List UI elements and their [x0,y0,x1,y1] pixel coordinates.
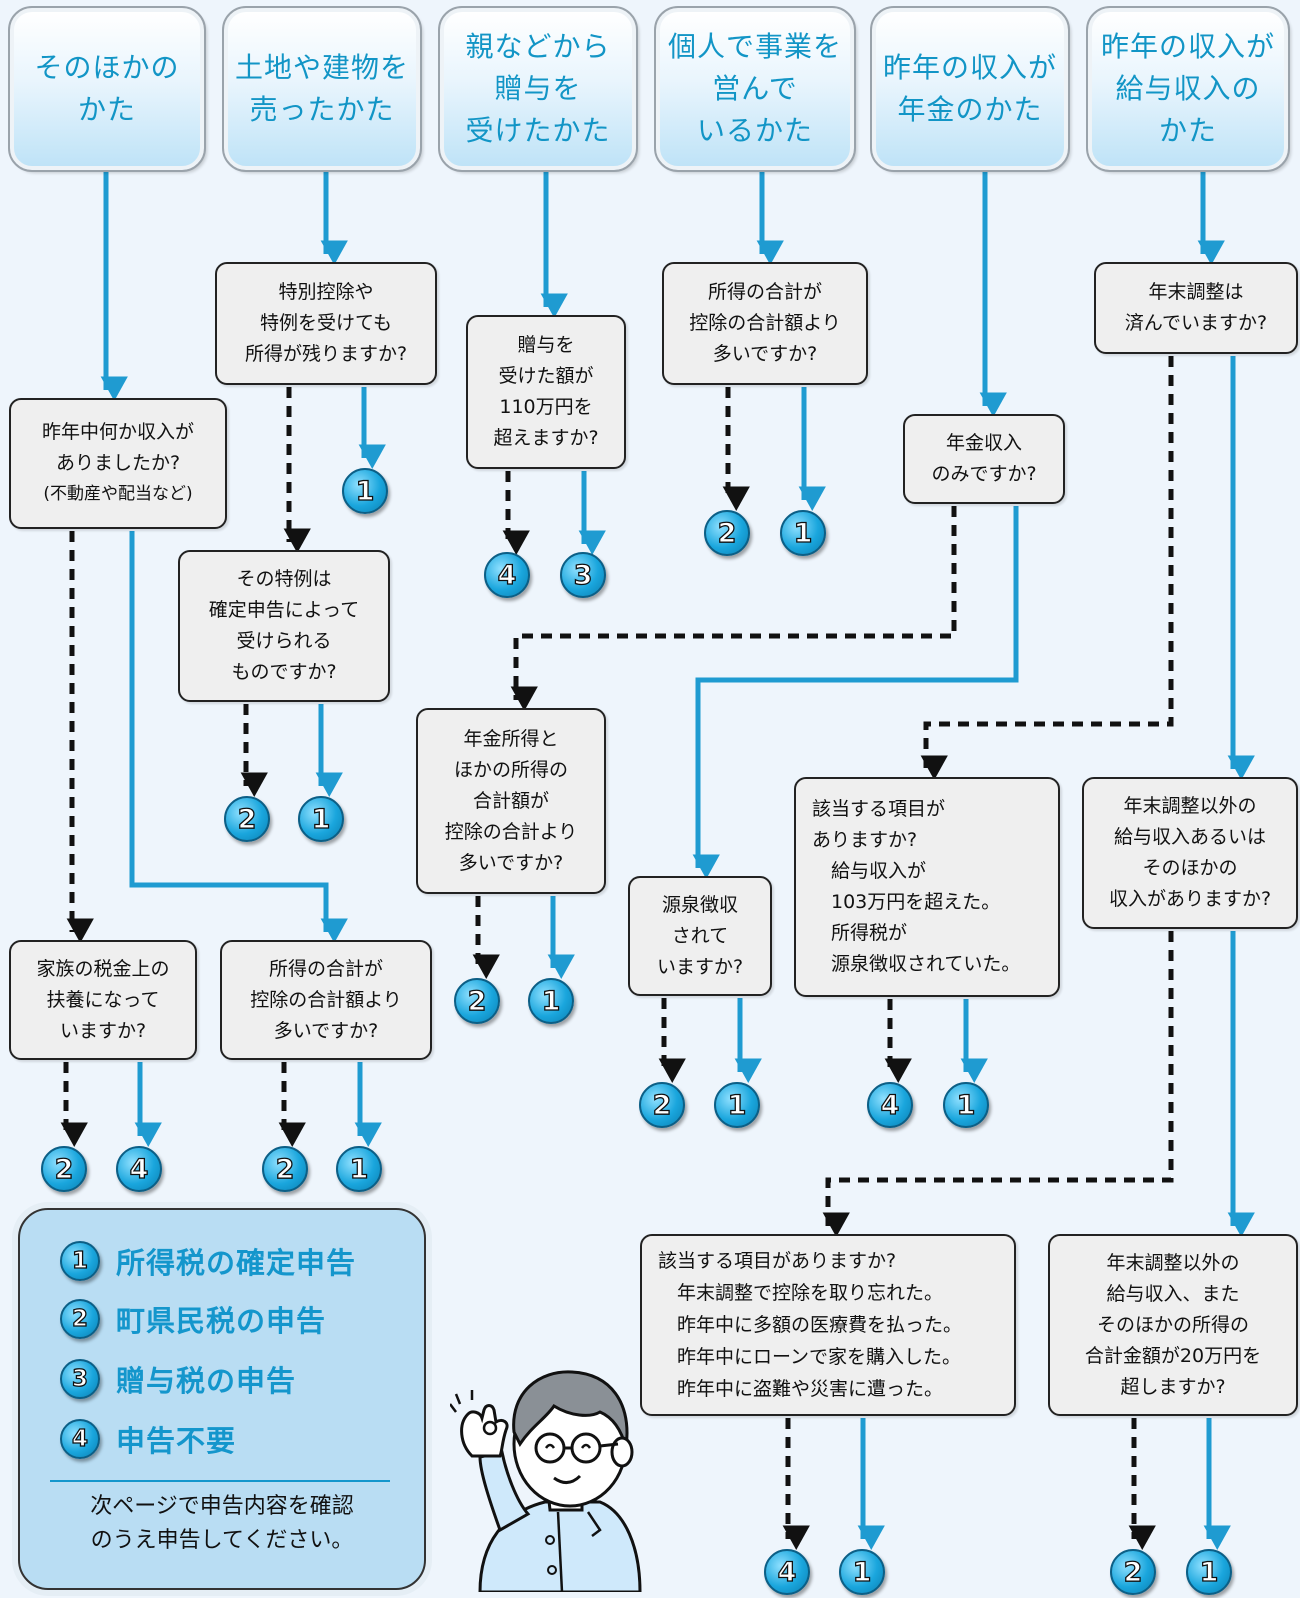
question-dependent: 家族の税金上の 扶養になって いますか? [9,940,197,1060]
result-badge-1: 1 [1186,1549,1232,1595]
result-badge-2: 2 [704,510,750,556]
question-other-income-note: (不動産や配当など) [43,484,193,504]
legend-item: 1 所得税の確定申告 [60,1238,356,1284]
no-arrow [920,356,1174,780]
question-salary-20: 年末調整以外の 給与収入、また そのほかの所得の 合計金額が20万円を 超します… [1048,1234,1298,1416]
question-deduction-items: 該当する項目がありますか? 年末調整で控除を取り忘れた。 昨年中に多額の医療費を… [640,1234,1016,1416]
legend-label: 申告不要 [116,1424,237,1458]
header-salary: 昨年の収入が 給与収入の かた [1086,6,1290,172]
result-badge-4: 4 [116,1146,162,1192]
header-gift: 親などから 贈与を 受けたかた [438,6,638,172]
result-badge-1: 1 [839,1549,885,1595]
result-badge-2: 2 [262,1146,308,1192]
result-badge-4: 4 [484,552,530,598]
result-badge-2: 2 [639,1082,685,1128]
question-land-remaining: 特別控除や 特例を受けても 所得が残りますか? [215,262,437,385]
result-badge-1: 1 [528,978,574,1024]
question-other-total: 所得の合計が 控除の合計額より 多いですか? [220,940,432,1060]
result-badge-4: 4 [764,1549,810,1595]
result-badge-1: 1 [298,796,344,842]
no-arrow [822,931,1174,1237]
result-badge-3: 3 [560,552,606,598]
legend-label: 所得税の確定申告 [116,1246,357,1280]
result-badge-2: 2 [41,1146,87,1192]
legend-badge: 2 [60,1299,100,1339]
legend: 1 所得税の確定申告 2 町県民税の申告 3 贈与税の申告 4 申告不要 次ペー… [18,1208,426,1590]
result-badge-4: 4 [867,1082,913,1128]
question-other-income-text: 昨年中何か収入が ありましたか? [41,421,194,474]
legend-note: 次ページで申告内容を確認 のうえ申告してください。 [90,1494,354,1553]
legend-label: 町県民税の申告 [116,1304,327,1338]
question-salary-other: 年末調整以外の 給与収入あるいは そのほかの 収入がありますか? [1082,777,1298,929]
legend-badge: 3 [60,1359,100,1399]
result-badge-1: 1 [943,1082,989,1128]
question-other-income: 昨年中何か収入が ありましたか? (不動産や配当など) [9,398,227,529]
no-arrow [510,506,957,711]
result-badge-2: 2 [454,978,500,1024]
question-business-total: 所得の合計が 控除の合計額より 多いですか? [662,262,868,385]
result-badge-2: 2 [224,796,270,842]
yes-arrow [692,506,1019,879]
legend-item: 3 贈与税の申告 [60,1356,296,1402]
legend-badge: 4 [60,1419,100,1459]
mascot-man-icon [450,1370,642,1592]
result-badge-1: 1 [780,510,826,556]
legend-label: 贈与税の申告 [116,1364,297,1398]
header-land: 土地や建物を 売ったかた [222,6,422,172]
result-badge-1: 1 [342,468,388,514]
question-withholding: 源泉徴収 されて いますか? [628,876,772,996]
question-pension-items: 該当する項目が ありますか? 給与収入が 103万円を超えた。 所得税が 源泉徴… [794,777,1060,997]
header-other: そのほかの かた [8,6,206,172]
legend-divider [50,1480,390,1482]
result-badge-1: 1 [714,1082,760,1128]
result-badge-2: 2 [1110,1549,1156,1595]
header-pension: 昨年の収入が 年金のかた [870,6,1070,172]
yes-arrow [129,531,348,943]
legend-badge: 1 [60,1241,100,1281]
result-badge-1: 1 [336,1146,382,1192]
question-pension-total: 年金所得と ほかの所得の 合計額が 控除の合計より 多いですか? [416,708,606,894]
question-year-end: 年末調整は 済んでいますか? [1094,262,1298,354]
question-gift-amount: 贈与を 受けた額が 110万円を 超えますか? [466,315,626,469]
legend-item: 2 町県民税の申告 [60,1296,326,1342]
header-business: 個人で事業を 営んで いるかた [654,6,856,172]
question-pension-only: 年金収入 のみですか? [903,414,1065,504]
question-land-special: その特例は 確定申告によって 受けられる ものですか? [178,550,390,702]
legend-item: 4 申告不要 [60,1416,236,1462]
